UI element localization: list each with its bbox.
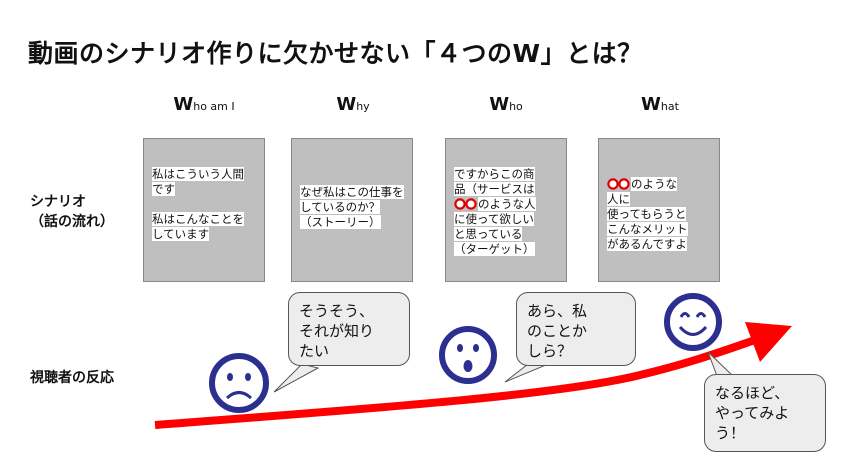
card-text: 私はこういう人間 です 私はこんなことを しています: [152, 167, 258, 242]
column-header-initial: W: [173, 94, 194, 115]
happy-face-icon: [664, 293, 722, 351]
column-header-initial: W: [641, 94, 661, 115]
card-text-post: のような人 に使って欲しい と思っている （ターゲット）: [454, 197, 536, 256]
speech-bubble-surprised: あら、私 のことか しら？: [516, 292, 636, 366]
column-header-rest: ho am I: [193, 100, 235, 113]
column-header-rest: hat: [660, 100, 679, 113]
row-label-scenario: シナリオ （話の流れ）: [30, 194, 114, 230]
rising-arrow-head: [745, 322, 792, 362]
surprised-face-icon: [439, 326, 497, 384]
scenario-card-who: ですからこの商 品（サービスは のような人 に使って欲しい と思っている （ター…: [445, 138, 567, 282]
row-label-audience: 視聴者の反応: [30, 370, 114, 386]
sad-face-icon: [209, 353, 269, 413]
bubble-tail: [273, 363, 320, 393]
double-circle-icon: [454, 198, 477, 210]
scenario-card-who-am-i: 私はこういう人間 です 私はこんなことを しています: [143, 138, 265, 282]
card-text: のような 人に 使ってもらうと こんなメリット があるんですよ: [607, 177, 713, 252]
column-header-who-am-i: Who am I: [142, 94, 266, 115]
rising-arrow-shaft: [154, 336, 757, 429]
double-circle-icon: [607, 178, 630, 190]
speech-bubble-sad: そうそう、 それが知り たい: [288, 292, 410, 366]
column-header-initial: W: [336, 94, 357, 115]
column-header-rest: hy: [356, 100, 370, 113]
column-header-why: Why: [291, 94, 415, 115]
column-header-who: Who: [444, 94, 568, 115]
page-title: 動画のシナリオ作りに欠かせない「４つのW」とは？: [28, 39, 643, 68]
column-header-what: What: [598, 94, 722, 115]
card-text: ですからこの商 品（サービスは のような人 に使って欲しい と思っている （ター…: [454, 167, 560, 257]
scenario-card-why: なぜ私はこの仕事を しているのか？ （ストーリー）: [291, 138, 413, 282]
speech-bubble-happy: なるほど、 やってみよ う！: [704, 374, 826, 452]
column-header-rest: ho: [509, 100, 523, 113]
card-text-post: のような 人に 使ってもらうと こんなメリット があるんですよ: [607, 177, 688, 251]
scenario-card-what: のような 人に 使ってもらうと こんなメリット があるんですよ: [598, 138, 720, 282]
card-text-pre: ですからこの商 品（サービスは: [454, 167, 535, 196]
card-text: なぜ私はこの仕事を しているのか？ （ストーリー）: [300, 185, 406, 230]
column-header-initial: W: [489, 94, 510, 115]
